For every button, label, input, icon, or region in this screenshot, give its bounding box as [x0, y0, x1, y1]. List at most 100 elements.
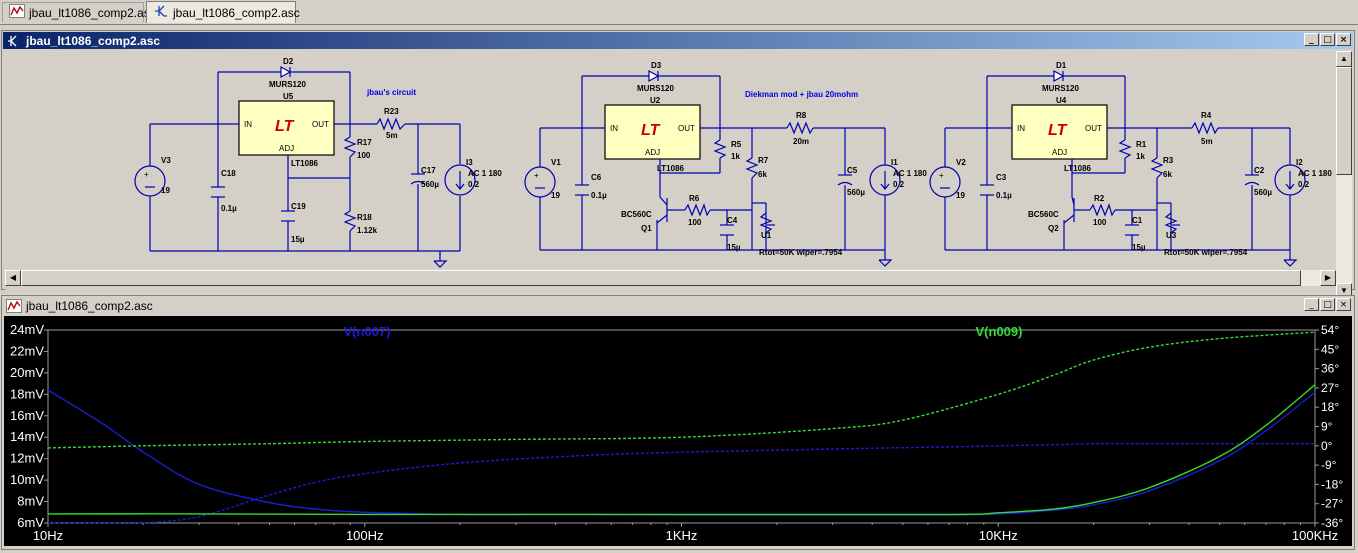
transistor-part: BC560C — [1028, 210, 1059, 219]
part-value: 100 — [688, 218, 702, 227]
series-line-3 — [47, 331, 1316, 449]
minimize-button[interactable]: _ — [1304, 298, 1319, 311]
part-value: 100 — [1093, 218, 1107, 227]
diode-part: MURS120 — [269, 80, 306, 89]
diode-name: D3 — [651, 61, 662, 70]
y2-tick-label: -18° — [1321, 477, 1343, 491]
maximize-button[interactable]: □ — [1320, 33, 1335, 46]
part-name: R6 — [689, 194, 700, 203]
plus-sign: + — [939, 171, 944, 180]
part-value: 560µ — [421, 180, 439, 189]
plus-sign: + — [144, 170, 149, 179]
reg-part: LT1086 — [291, 159, 319, 168]
maximize-button[interactable]: □ — [1320, 298, 1335, 311]
pin-in: IN — [1017, 124, 1025, 133]
x-tick-label: 10KHz — [979, 528, 1018, 543]
part-name: C19 — [291, 202, 306, 211]
vsrc-value: 19 — [551, 191, 560, 200]
diode-name: D2 — [283, 57, 294, 66]
schematic-titlebar[interactable]: jbau_lt1086_comp2.asc _ □ × — [3, 32, 1353, 49]
part-value: 6k — [1163, 170, 1172, 179]
part-name: R18 — [357, 213, 372, 222]
legend-label: V(n007) — [344, 324, 391, 339]
vsrc-name: V2 — [956, 158, 966, 167]
scroll-thumb[interactable] — [21, 270, 1301, 286]
tab-schematic[interactable]: jbau_lt1086_comp2.asc — [146, 1, 300, 23]
part-name: C6 — [591, 173, 602, 182]
waveform-titlebar[interactable]: jbau_lt1086_comp2.asc _ □ × — [3, 297, 1353, 314]
vsrc-name: V1 — [551, 158, 561, 167]
minimize-button[interactable]: _ — [1304, 33, 1319, 46]
y2-tick-label: 36° — [1321, 362, 1339, 376]
part-name: R4 — [1201, 111, 1212, 120]
isrc-value: AC 1 180 — [893, 169, 927, 178]
y-tick-label: 8mV — [17, 494, 44, 509]
part-value: 20m — [793, 137, 809, 146]
pin-adj: ADJ — [645, 148, 660, 157]
part-name: R3 — [1163, 156, 1174, 165]
reg-part: LT1086 — [657, 164, 685, 173]
x-tick-label: 100KHz — [1292, 528, 1338, 543]
vsrc-value: 19 — [956, 191, 965, 200]
scroll-left-button[interactable]: ◀ — [5, 270, 21, 286]
close-button[interactable]: × — [1336, 298, 1351, 311]
close-button[interactable]: × — [1336, 33, 1351, 46]
window-title: jbau_lt1086_comp2.asc — [26, 33, 161, 48]
y2-tick-label: 45° — [1321, 342, 1339, 356]
y-tick-label: 22mV — [10, 343, 44, 358]
part-name: C17 — [421, 166, 436, 175]
waveform-icon — [6, 298, 22, 313]
part-name: R2 — [1094, 194, 1105, 203]
window-title: jbau_lt1086_comp2.asc — [26, 298, 153, 313]
pot-value: Rtot=50K wiper=.7954 — [1164, 248, 1248, 257]
y2-tick-label: 27° — [1321, 381, 1339, 395]
schematic-window: jbau_lt1086_comp2.asc _ □ × jbau's circu… — [1, 30, 1355, 299]
part-value: 0.1µ — [591, 191, 607, 200]
y-tick-label: 20mV — [10, 365, 44, 380]
part-name: R1 — [1136, 140, 1147, 149]
pot-name: U1 — [761, 231, 772, 240]
pin-out: OUT — [1085, 124, 1102, 133]
isrc-name: I2 — [1296, 158, 1303, 167]
y-tick-label: 10mV — [10, 472, 44, 487]
schematic-canvas[interactable]: jbau's circuit D2 MURS120 U5 IN OUT ADJ … — [5, 51, 1336, 299]
horizontal-scrollbar[interactable]: ◀ ▶ — [5, 270, 1336, 286]
schematic-icon — [6, 34, 22, 48]
isrc-value2: 0.2 — [893, 180, 905, 189]
part-value: 1k — [731, 152, 740, 161]
scroll-right-button[interactable]: ▶ — [1320, 270, 1336, 286]
pin-in: IN — [610, 124, 618, 133]
diode-part: MURS120 — [637, 84, 674, 93]
part-value: 0.1µ — [221, 204, 237, 213]
part-value: 5m — [1201, 137, 1213, 146]
part-value: 6k — [758, 170, 767, 179]
scroll-up-button[interactable]: ▲ — [1336, 51, 1352, 67]
pot-name: U3 — [1166, 231, 1177, 240]
circuit-2: Diekman mod + jbau 20mohm D3 MURS120 U2 … — [524, 61, 927, 267]
transistor-name: Q1 — [641, 224, 652, 233]
isrc-value: AC 1 180 — [468, 169, 502, 178]
plot-frame — [47, 329, 1316, 524]
part-value: 0.1µ — [996, 191, 1012, 200]
series-line-2 — [47, 384, 1316, 516]
part-value: 1k — [1136, 152, 1145, 161]
part-name: C5 — [847, 166, 858, 175]
reg-part: LT1086 — [1064, 164, 1092, 173]
part-value: 1.12k — [357, 226, 378, 235]
pin-in: IN — [244, 120, 252, 129]
vsrc-value: 19 — [161, 186, 170, 195]
lt-logo: LT — [275, 118, 295, 135]
part-value: 100 — [357, 151, 371, 160]
scroll-thumb[interactable] — [1336, 67, 1352, 175]
vertical-scrollbar[interactable]: ▲ ▼ — [1336, 51, 1352, 299]
part-value: 560µ — [847, 188, 865, 197]
part-name: C18 — [221, 169, 236, 178]
tab-waveform[interactable]: jbau_lt1086_comp2.asc — [2, 2, 156, 22]
circuit-heading: jbau's circuit — [366, 88, 416, 97]
part-name: C2 — [1254, 166, 1265, 175]
y2-tick-label: 9° — [1321, 420, 1333, 434]
y-tick-label: 6mV — [17, 515, 44, 530]
y2-tick-label: -27° — [1321, 497, 1343, 511]
